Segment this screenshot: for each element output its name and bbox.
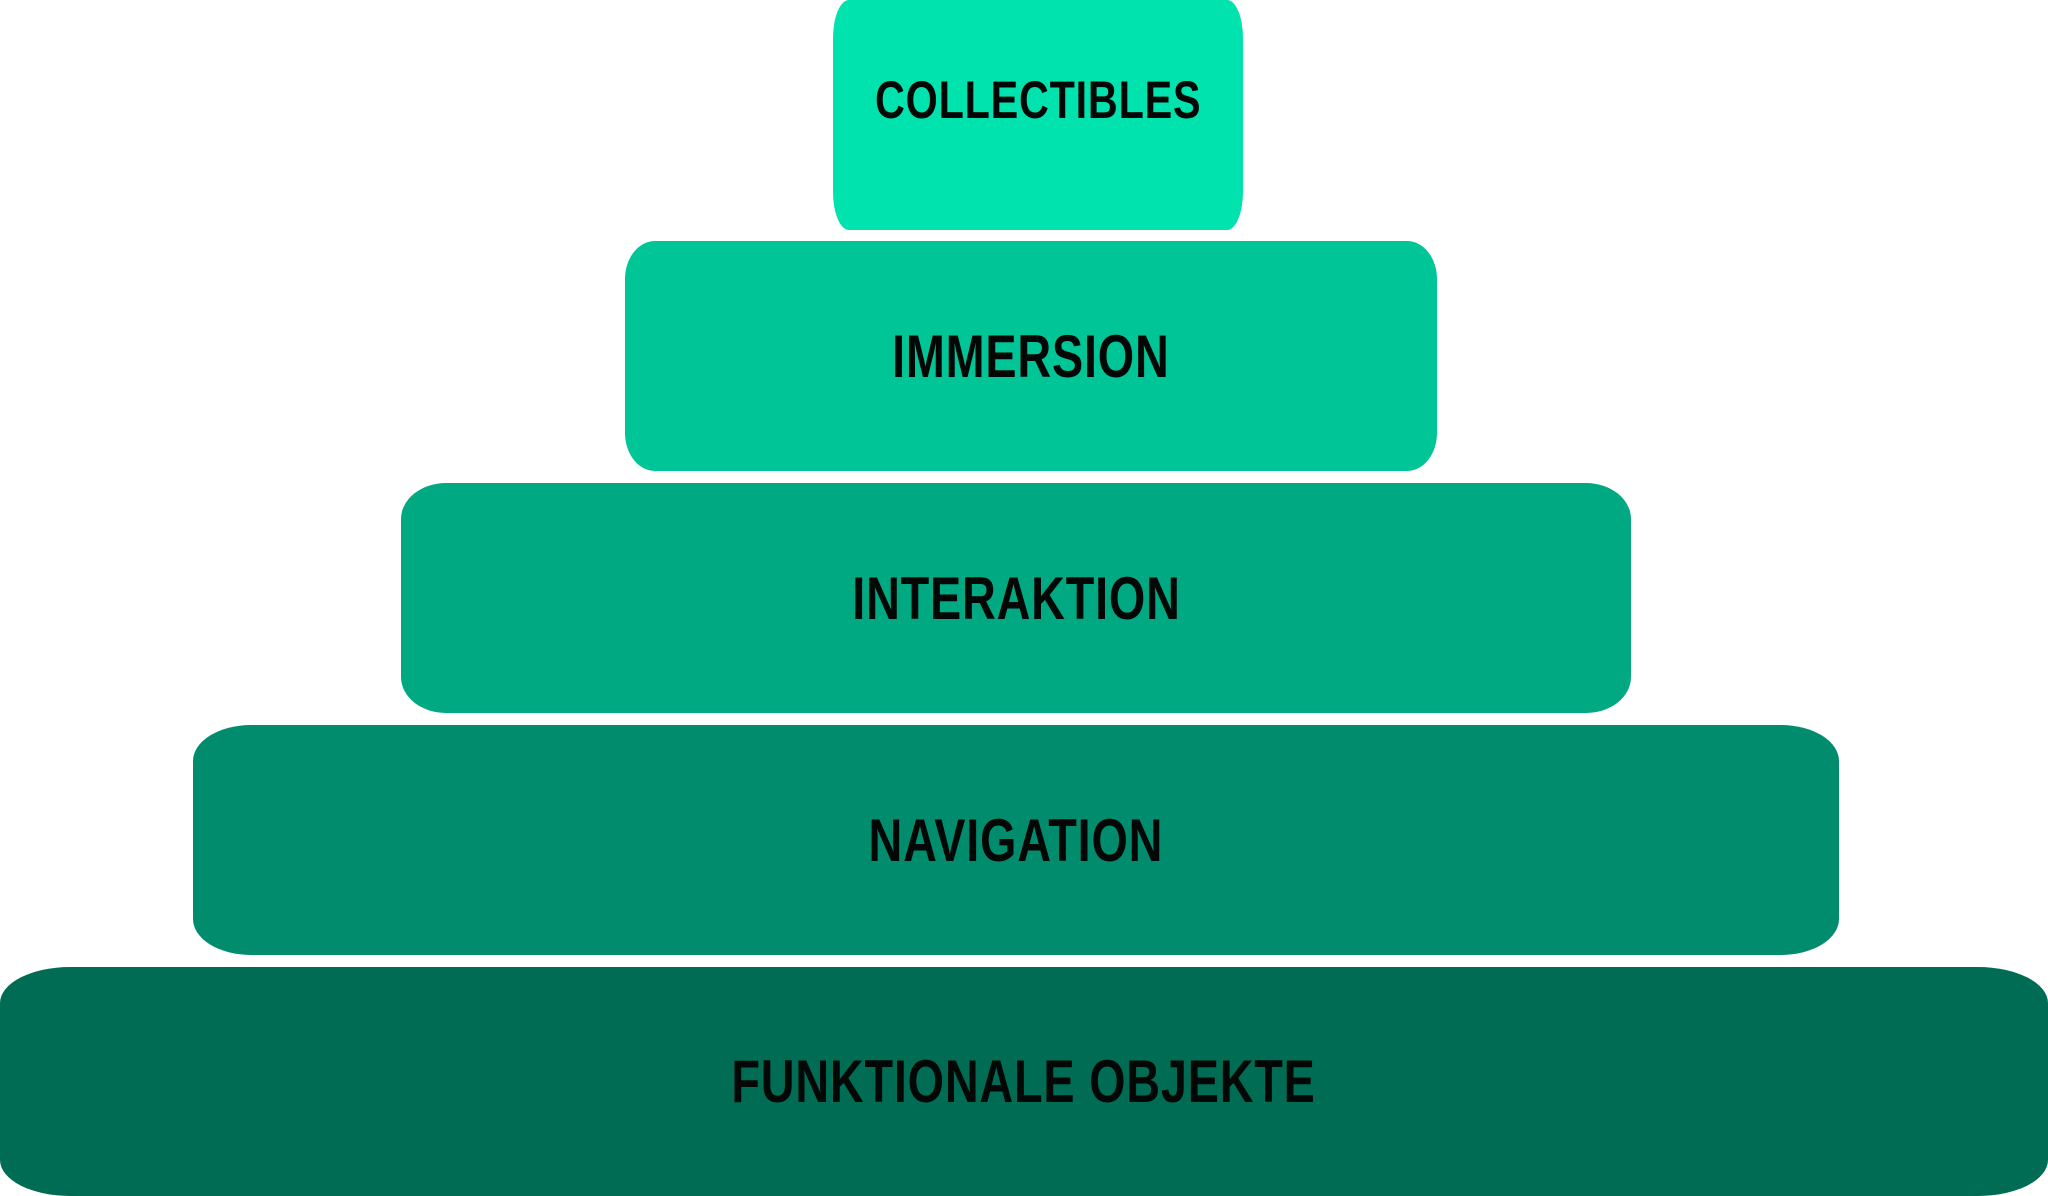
tier-label: FUNKTIONALE OBJEKTE xyxy=(731,1048,1317,1115)
tier-navigation: NAVIGATION xyxy=(193,725,1839,955)
tier-label: IMMERSION xyxy=(892,322,1170,390)
tier-funktionale-objekte: FUNKTIONALE OBJEKTE xyxy=(0,967,2048,1196)
tier-label: NAVIGATION xyxy=(868,806,1164,874)
tier-label: COLLECTIBLES xyxy=(874,70,1202,130)
tier-collectibles: COLLECTIBLES xyxy=(833,0,1243,230)
tier-immersion: IMMERSION xyxy=(625,241,1437,471)
tier-interaktion: INTERAKTION xyxy=(401,483,1631,713)
tier-label: INTERAKTION xyxy=(851,564,1181,632)
